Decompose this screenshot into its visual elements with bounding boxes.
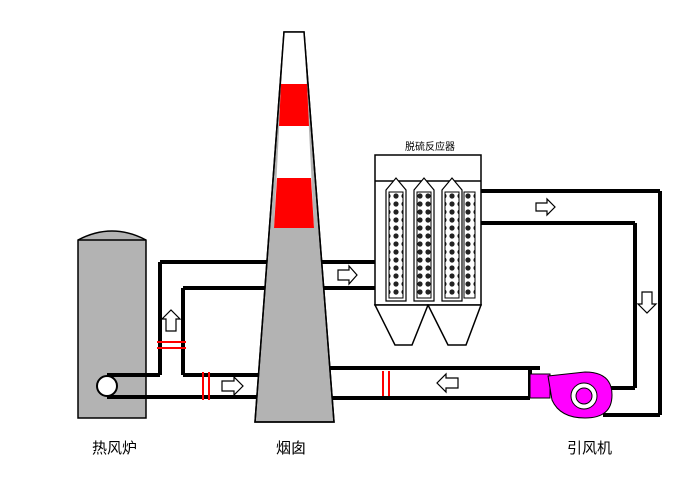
valve-icon (157, 341, 390, 400)
arrow-down-icon (636, 291, 658, 314)
chimney-label: 烟囱 (276, 439, 307, 457)
arrow-left-icon (436, 372, 459, 394)
chimney-stripe (274, 178, 314, 228)
arrow-right-icon (337, 264, 358, 286)
chimney-stripe (279, 84, 309, 126)
induced-fan-label: 引风机 (567, 439, 613, 457)
flue-pipes (107, 189, 662, 417)
reactor-bed-columns (385, 177, 476, 302)
furnace-outlet (96, 375, 118, 397)
reactor-label: 脱硫反应器 (405, 142, 455, 153)
arrow-up-icon (160, 309, 182, 332)
hot-air-furnace-label: 热风炉 (92, 439, 138, 457)
arrow-right-icon (535, 197, 556, 217)
fan-icon (529, 371, 613, 419)
chimney (254, 31, 335, 423)
hot-air-furnace (77, 230, 147, 419)
desulfurization-reactor (373, 154, 483, 346)
arrow-right-icon (221, 375, 244, 397)
